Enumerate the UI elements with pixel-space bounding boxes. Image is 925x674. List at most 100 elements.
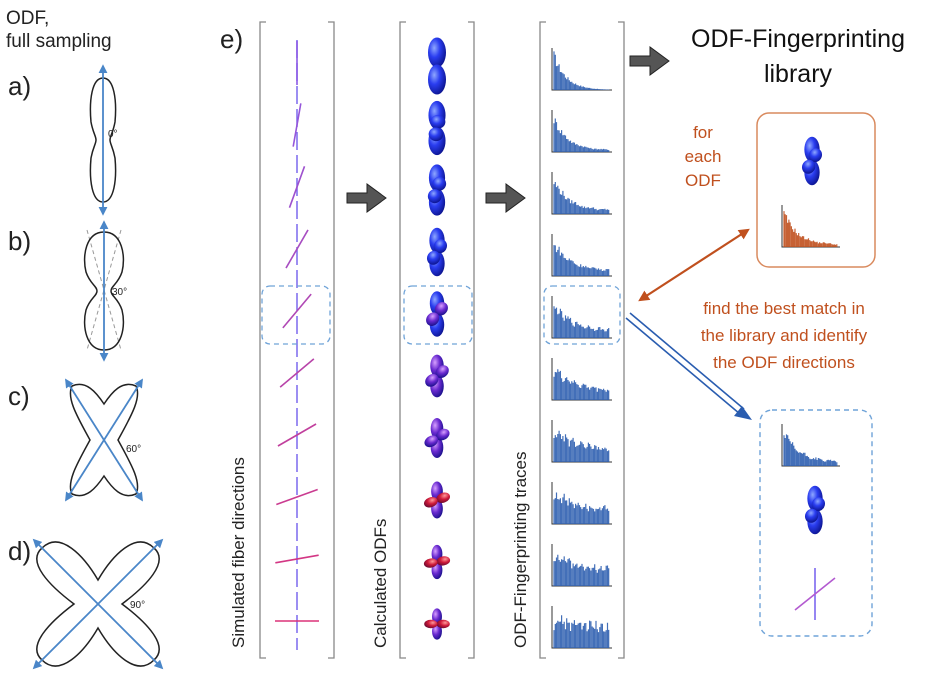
trace-plots (551, 48, 612, 649)
result-odf-glyph (804, 485, 826, 535)
odf-lobe-pair-tilted (425, 365, 449, 387)
traces-highlight-box (543, 285, 621, 345)
odf-lobe-pair-tilted (424, 492, 450, 508)
trace-plot (551, 48, 612, 91)
result-arrow (625, 312, 752, 420)
result-box (759, 409, 873, 637)
fiber-tilted-line (277, 423, 317, 447)
panel-b-angle: 30° (112, 287, 127, 298)
fibers-highlight-box (261, 285, 331, 345)
panel-c-angle: 60° (126, 444, 141, 455)
odf-lobe (425, 373, 439, 387)
trace-plot (551, 420, 612, 463)
odf-lobe (811, 497, 826, 512)
trace-bars (553, 51, 610, 90)
result-arrow-line-1 (625, 317, 741, 415)
odfs-column: Calculated ODFs (371, 21, 475, 659)
left-header-line1: ODF, (6, 8, 49, 29)
fiber-tilted-line (285, 229, 309, 269)
trace-bars (553, 430, 610, 462)
odf-glyph (428, 100, 446, 156)
fibers-column: Simulated fiber directions (229, 21, 335, 659)
for-each-line2: each (685, 147, 722, 166)
odf-lobe (428, 64, 446, 95)
odf-lobe (432, 176, 447, 191)
odf-lobe (434, 302, 448, 316)
trace-plot (551, 544, 612, 587)
panel-a: a) 0° (8, 64, 118, 216)
odf-lobe-pair-tilted (428, 114, 446, 142)
panel-b-label: b) (8, 226, 31, 256)
odf-lobe (424, 435, 438, 448)
odf-lobe (436, 428, 450, 441)
traces-column-title: ODF-Fingerprinting traces (511, 451, 530, 648)
panel-c-label: c) (8, 381, 30, 411)
panel-b: b) 30° (8, 220, 127, 362)
odf-lobe (428, 127, 444, 142)
odf-glyph (428, 37, 446, 95)
trace-bars (553, 182, 610, 214)
library-box-border (756, 112, 876, 268)
odf-glyph (424, 608, 450, 640)
odf-lobe-pair-tilted (801, 148, 823, 174)
trace-plot (551, 172, 612, 215)
odf-lobe (426, 312, 440, 326)
trace-bars (553, 615, 610, 648)
odf-lobe-pair-tilted (426, 239, 448, 265)
odf-glyph (426, 227, 448, 277)
result-fiber-tilted (794, 577, 836, 611)
odfs-column-title: Calculated ODFs (371, 519, 390, 648)
fibers-column-title: Simulated fiber directions (229, 457, 248, 648)
panel-a-label: a) (8, 71, 31, 101)
odf-lobe (435, 365, 449, 379)
traces-bracket-right (618, 21, 625, 659)
odf-glyph (424, 481, 450, 519)
panel-c-direction-line-2 (65, 378, 143, 502)
trace-bars (783, 211, 838, 247)
fiber-tilted-line (292, 103, 302, 147)
odf-lobe (426, 250, 441, 265)
odf-lobe (423, 558, 438, 568)
find-match-line3: the ODF directions (713, 353, 855, 372)
odf-lobe-pair-tilted (424, 619, 450, 629)
odf-lobe (424, 496, 438, 508)
odf-lobe (801, 159, 816, 174)
panel-d-direction-line-2 (32, 538, 164, 670)
trace-bars (553, 118, 610, 152)
odf-lobe-pair-tilted (427, 176, 447, 204)
odf-lobe-pair-tilted (424, 428, 450, 448)
for-each-line1: for (693, 123, 713, 142)
result-box-border (759, 409, 873, 637)
odf-lobe (808, 148, 823, 163)
trace-bars (553, 306, 610, 338)
odf-glyphs (423, 37, 451, 640)
traces-bracket-left (539, 21, 546, 659)
panel-a-angle: 0° (108, 129, 118, 140)
odf-lobe (427, 189, 442, 204)
trace-plot (781, 424, 840, 467)
odfs-bracket-right (468, 21, 475, 659)
flow-arrow-3 (629, 46, 670, 76)
library-odf-glyph (801, 136, 823, 186)
panel-d-angle: 90° (130, 600, 145, 611)
odfs-highlight-box (403, 285, 473, 345)
odf-glyph (801, 136, 823, 186)
trace-plot (551, 296, 612, 339)
panel-e-label: e) (220, 24, 243, 54)
odf-glyph (804, 485, 826, 535)
trace-plot (551, 234, 612, 277)
trace-plot (551, 358, 612, 401)
result-arrow-head (734, 406, 752, 420)
trace-bars (553, 492, 610, 524)
trace-bars (783, 434, 838, 466)
trace-plot (551, 482, 612, 525)
odf-lobe (428, 37, 446, 68)
fiber-glyphs (275, 40, 319, 650)
fiber-tilted-line (275, 554, 319, 564)
trace-bars (553, 245, 610, 276)
library-title-line2: library (764, 60, 833, 88)
library-example-box (756, 112, 876, 268)
odf-glyph (423, 544, 451, 580)
odf-glyph (426, 291, 448, 337)
